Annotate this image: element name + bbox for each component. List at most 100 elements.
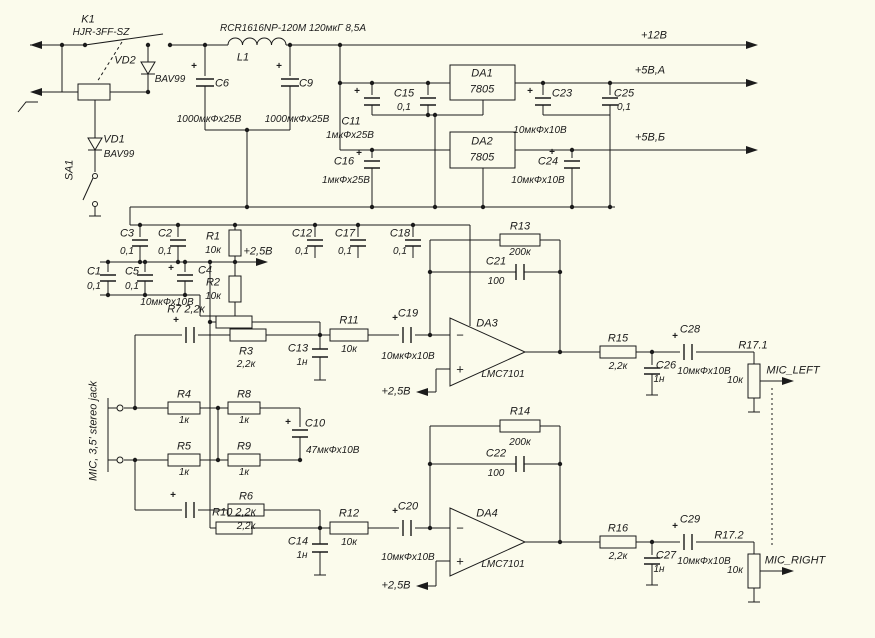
label-R15-value: 2,2к: [608, 361, 628, 372]
label-R2-ref: R2: [205, 276, 221, 289]
arrow-v25-da3: [416, 388, 428, 396]
polarity-C8: +: [170, 490, 176, 501]
polarity-C16: +: [356, 148, 362, 159]
label-C4-value: 10мкФх10В: [140, 297, 194, 308]
label-C10-ref: C10: [304, 417, 326, 430]
label-C6-ref: C6: [214, 77, 230, 90]
label-C4-ref: C4: [197, 264, 213, 277]
label-R16-value: 2,2к: [608, 551, 628, 562]
label-C26-value: 1н: [653, 374, 665, 385]
label-C17-value: 0,1: [338, 246, 352, 257]
label-C29-ref: C29: [679, 513, 701, 526]
label-C16-value: 1мкФх25В: [322, 175, 370, 186]
label-R2-value: 10к: [205, 291, 221, 302]
arrow-v5b: [746, 146, 758, 154]
polarity-C10: +: [285, 417, 291, 428]
label-R14-ref: R14: [509, 405, 531, 418]
label-C22-value: 100: [487, 468, 505, 479]
polarity-C11: +: [354, 86, 360, 97]
label-C5-ref: C5: [124, 265, 140, 278]
net-label-25v-da4: +2,5В: [381, 579, 411, 592]
label-C24-value: 10мкФх10В: [511, 175, 565, 186]
polarity-C28: +: [672, 331, 678, 342]
label-R1-ref: R1: [205, 230, 221, 243]
net-label-5vb: +5В,Б: [634, 131, 666, 144]
polarity-C4: +: [168, 263, 174, 274]
chassis-mark: [17, 101, 38, 113]
label-R17-2-ref: R17.2: [714, 529, 744, 542]
net-label-5va: +5В,А: [634, 64, 666, 77]
arrow-v25-da4: [416, 582, 428, 590]
label-R13-value: 200к: [509, 247, 531, 258]
label-VD1-part: BAV99: [103, 149, 135, 160]
label-C3-value: 0,1: [120, 246, 134, 257]
relay-coil: [77, 83, 111, 101]
label-K1-ref: K1: [81, 13, 95, 26]
diode-vd2: [140, 61, 156, 75]
arrow-left-top: [30, 41, 42, 49]
label-C19-ref: C19: [397, 307, 419, 320]
relay-mech-link: [96, 41, 123, 83]
label-C24-ref: C24: [537, 155, 559, 168]
switch-sa1-blade: [82, 177, 94, 201]
label-R11-ref: R11: [339, 314, 359, 327]
net-label-mic-right: MIC_RIGHT: [764, 554, 826, 567]
label-C1-ref: C1: [86, 265, 102, 278]
relay-contact-blade: [84, 33, 164, 46]
label-R17-2-value: 10к: [727, 565, 743, 576]
component-bodies: [77, 61, 761, 589]
polarity-C23: +: [527, 86, 533, 97]
junction-dots: [59, 42, 655, 545]
arrow-mic-left: [782, 377, 794, 385]
polarity-C6: +: [191, 61, 197, 72]
arrow-left-relay: [30, 88, 42, 96]
net-label-25v-rail: +2,5В: [243, 245, 273, 258]
label-C14-value: 1н: [296, 550, 308, 561]
opamp-da4-minus: −: [456, 520, 464, 536]
label-SA1-ref: SA1: [63, 159, 76, 181]
label-DA2-ref: DA2: [471, 135, 493, 148]
label-R17-1-ref: R17.1: [738, 339, 768, 352]
polarity-C7: +: [173, 315, 179, 326]
label-mic-jack: MIC, 3,5' stereo jack: [87, 381, 100, 481]
resistor-bodies: [167, 229, 761, 589]
label-R9-value: 1к: [238, 467, 250, 478]
net-label-12v: +12В: [641, 29, 667, 42]
label-R15-ref: R15: [607, 332, 629, 345]
arrow-mic-right: [782, 567, 794, 575]
label-R11-value: 10к: [341, 344, 357, 355]
polarity-C29: +: [672, 521, 678, 532]
label-C2-value: 0,1: [158, 246, 172, 257]
polarity-C9: +: [276, 61, 282, 72]
inductor-L1: [227, 37, 287, 46]
label-C5-value: 0,1: [125, 281, 139, 292]
label-C23-ref: C23: [551, 87, 573, 100]
label-R1-value: 10к: [205, 245, 221, 256]
label-L1-part: RCR1616NP-120M 120мкГ 8,5А: [220, 23, 366, 34]
label-VD1-ref: VD1: [103, 133, 125, 146]
label-R3-value: 2,2к: [236, 359, 256, 370]
label-R4-ref: R4: [176, 388, 192, 401]
label-C17-ref: C17: [334, 227, 356, 240]
label-R14-value: 200к: [509, 437, 531, 448]
label-R8-value: 1к: [238, 415, 250, 426]
label-C20-value: 10мкФх10В: [381, 552, 435, 563]
label-DA3-ref: DA3: [476, 317, 498, 330]
label-C12-value: 0,1: [295, 246, 309, 257]
arrow-v12: [746, 41, 758, 49]
label-C12-ref: C12: [291, 227, 313, 240]
opamp-da3-triangle: [449, 317, 527, 387]
label-C21-value: 100: [487, 276, 505, 287]
label-C10-value: 47мкФх10В: [306, 445, 360, 456]
opamp-da4-triangle: [449, 507, 527, 577]
label-R17-1-value: 10к: [727, 375, 743, 386]
label-C13-value: 1н: [296, 357, 308, 368]
label-C23-value: 10мкФх10В: [513, 125, 567, 136]
label-DA4-ref: DA4: [476, 507, 498, 520]
arrow-v5a: [746, 79, 758, 87]
label-K1-part: HJR-3FF-SZ: [72, 27, 130, 38]
switch-sa1-contacts: [92, 173, 98, 207]
polarity-C20: +: [392, 506, 398, 517]
